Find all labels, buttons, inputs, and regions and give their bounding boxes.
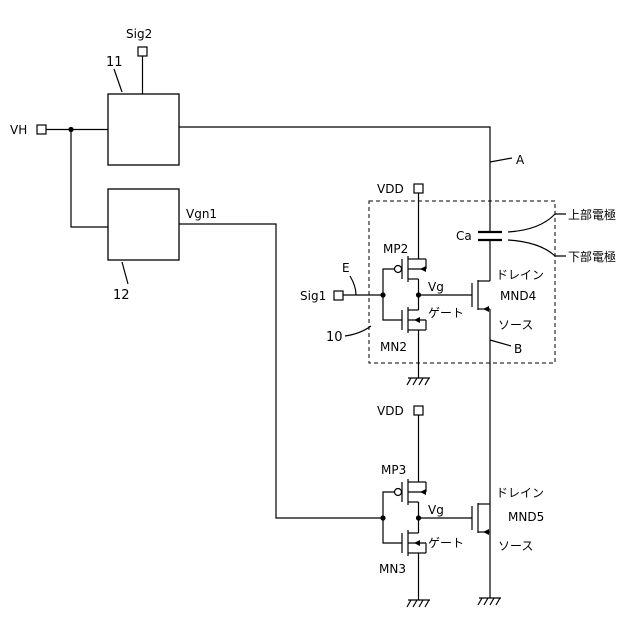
gate-bottom-label: ゲート xyxy=(428,536,464,550)
transistor-mp2: MP2 xyxy=(383,242,426,282)
inverter3-gate-wire xyxy=(383,492,402,543)
node-b-leader xyxy=(490,340,511,346)
lower-electrode-leader xyxy=(508,240,566,256)
block-11-leader xyxy=(114,69,122,92)
mnd5-label: MND5 xyxy=(508,510,544,524)
block-12-label: 12 xyxy=(113,288,130,303)
vg-top-label: Vg xyxy=(428,280,444,294)
wire-vgn1 xyxy=(179,224,383,518)
mp3-label: MP3 xyxy=(381,463,406,477)
node-e-leader xyxy=(350,276,356,295)
mn2-arrow xyxy=(414,317,420,323)
mp3-arrow xyxy=(420,489,426,495)
inverter-lower: VDD MP3 MN3 xyxy=(377,404,472,600)
block-10-boundary xyxy=(369,201,555,363)
ground-symbol-3 xyxy=(478,598,501,605)
capacitor-ca: Ca 上部電極 下部電極 xyxy=(456,207,616,264)
block-12: 12 Vgn1 xyxy=(108,189,217,303)
upper-electrode-label: 上部電極 xyxy=(568,207,616,222)
ground-symbol-2 xyxy=(407,600,430,607)
lower-electrode-label: 下部電極 xyxy=(568,249,616,264)
sig2-terminal xyxy=(138,47,147,56)
source-bottom-label: ソース xyxy=(498,539,533,553)
vgn1-junction xyxy=(380,515,385,520)
gate-top-label: ゲート xyxy=(428,306,464,320)
mn3-label: MN3 xyxy=(379,562,406,576)
vh-input: VH xyxy=(10,123,108,227)
mp2-arrow xyxy=(420,266,426,272)
transistor-mp3: MP3 xyxy=(381,463,426,505)
mn3-arrow xyxy=(414,540,420,546)
node-e-label: E xyxy=(342,261,350,275)
vh-terminal xyxy=(37,125,46,134)
vdd-top-terminal xyxy=(414,184,423,193)
vdd-bottom-terminal xyxy=(414,406,423,415)
mnd4-arrow xyxy=(483,306,489,312)
source-top-label: ソース xyxy=(498,318,533,332)
vg-bottom-label: Vg xyxy=(428,503,444,517)
node-a-leader xyxy=(490,158,512,162)
block-11-box xyxy=(108,94,179,165)
block-12-box xyxy=(108,189,179,260)
sig1-label: Sig1 xyxy=(300,289,326,303)
vdd-top-label: VDD xyxy=(377,182,404,196)
upper-electrode-leader xyxy=(508,214,566,232)
cap-label: Ca xyxy=(456,229,472,243)
block-10-leader xyxy=(345,326,371,336)
sig1-terminal xyxy=(334,291,343,300)
transistor-mnd5: ドレイン MND5 ソース xyxy=(472,486,544,553)
inverter-gate-wire xyxy=(383,269,402,320)
mnd5-arrow xyxy=(483,529,489,535)
mp2-bubble xyxy=(395,266,402,273)
mn2-label: MN2 xyxy=(380,340,407,354)
mp2-label: MP2 xyxy=(383,242,408,256)
sig2-label: Sig2 xyxy=(126,27,152,41)
vh-label: VH xyxy=(10,123,27,137)
block-10-label: 10 xyxy=(326,330,343,345)
inverter-upper: VDD MP2 MN2 xyxy=(300,182,472,378)
vdd-bottom-label: VDD xyxy=(377,404,404,418)
block-11: 11 Sig2 xyxy=(106,27,179,165)
ground-symbol-1 xyxy=(407,378,430,385)
drain-bottom-label: ドレイン xyxy=(496,486,544,500)
vh-branch-wire xyxy=(71,130,108,228)
drain-top-label: ドレイン xyxy=(496,268,544,282)
vgn1-label: Vgn1 xyxy=(186,207,217,221)
mp3-bubble xyxy=(395,489,402,496)
wire-block11-to-cap xyxy=(179,127,490,232)
block-11-label: 11 xyxy=(106,55,123,70)
node-b-label: B xyxy=(514,342,522,356)
block-12-leader xyxy=(122,262,128,284)
node-a-label: A xyxy=(516,153,525,167)
mnd4-label: MND4 xyxy=(500,289,536,303)
